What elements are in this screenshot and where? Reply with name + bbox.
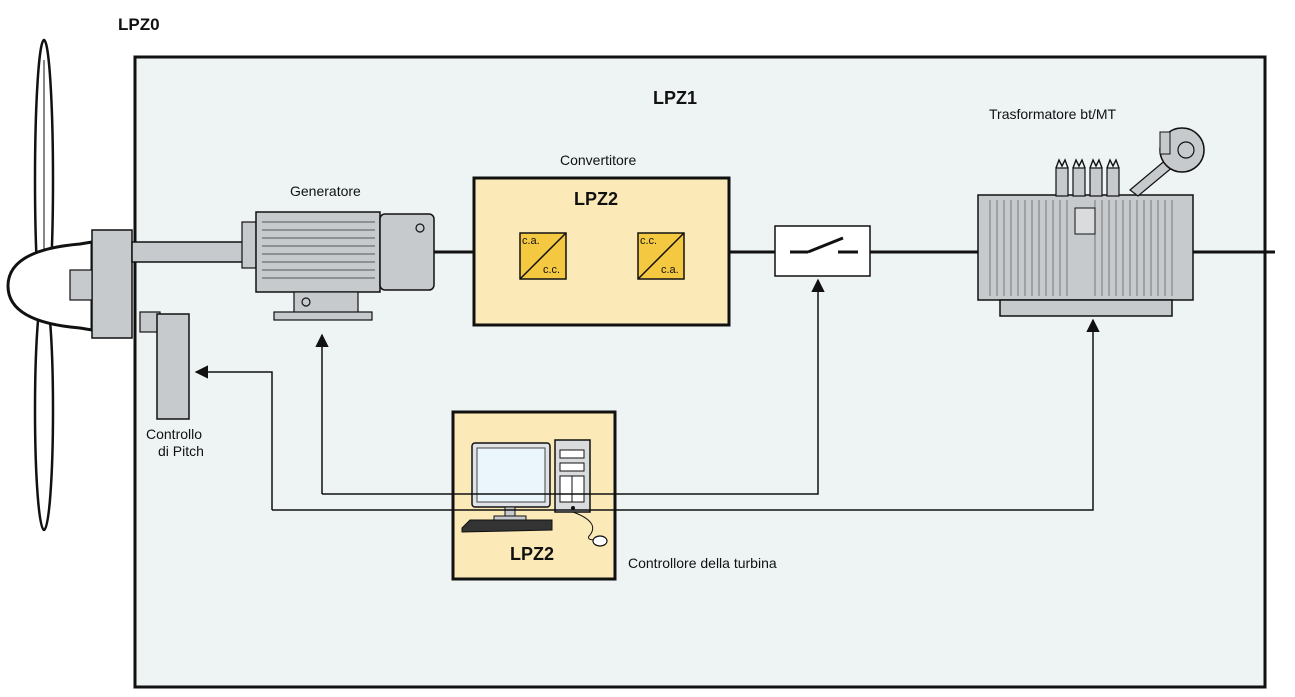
converter-label: Convertitore xyxy=(560,152,637,168)
converter-lpz2-label: LPZ2 xyxy=(574,189,619,209)
controller-label: Controllore della turbina xyxy=(628,555,777,571)
inverter-ac-label: c.a. xyxy=(661,264,679,276)
controller-lpz2-label: LPZ2 xyxy=(510,544,555,564)
converter-lpz2-zone xyxy=(472,176,731,327)
lpz1-label: LPZ1 xyxy=(653,88,698,108)
transformer xyxy=(977,127,1205,317)
rectifier-ac-label: c.a. xyxy=(522,235,540,247)
pitch-control-unit xyxy=(139,311,190,420)
lpz0-label: LPZ0 xyxy=(118,15,160,34)
transformer-label: Trasformatore bt/MT xyxy=(989,106,1117,122)
rectifier-dc-label: c.c. xyxy=(543,264,561,276)
circuit-breaker xyxy=(774,225,871,277)
generator-label: Generatore xyxy=(290,183,361,199)
computer-illustration xyxy=(461,439,608,547)
pitch-control-label-line1: Controllo xyxy=(146,426,203,442)
main-shaft xyxy=(69,229,251,339)
generator xyxy=(241,211,435,321)
pitch-control-label-line2: di Pitch xyxy=(158,443,204,459)
lpz1-zone xyxy=(133,55,1267,689)
rotor-hub xyxy=(6,240,94,332)
inverter-dc-label: c.c. xyxy=(640,235,658,247)
control-signal-lines xyxy=(194,278,1100,511)
